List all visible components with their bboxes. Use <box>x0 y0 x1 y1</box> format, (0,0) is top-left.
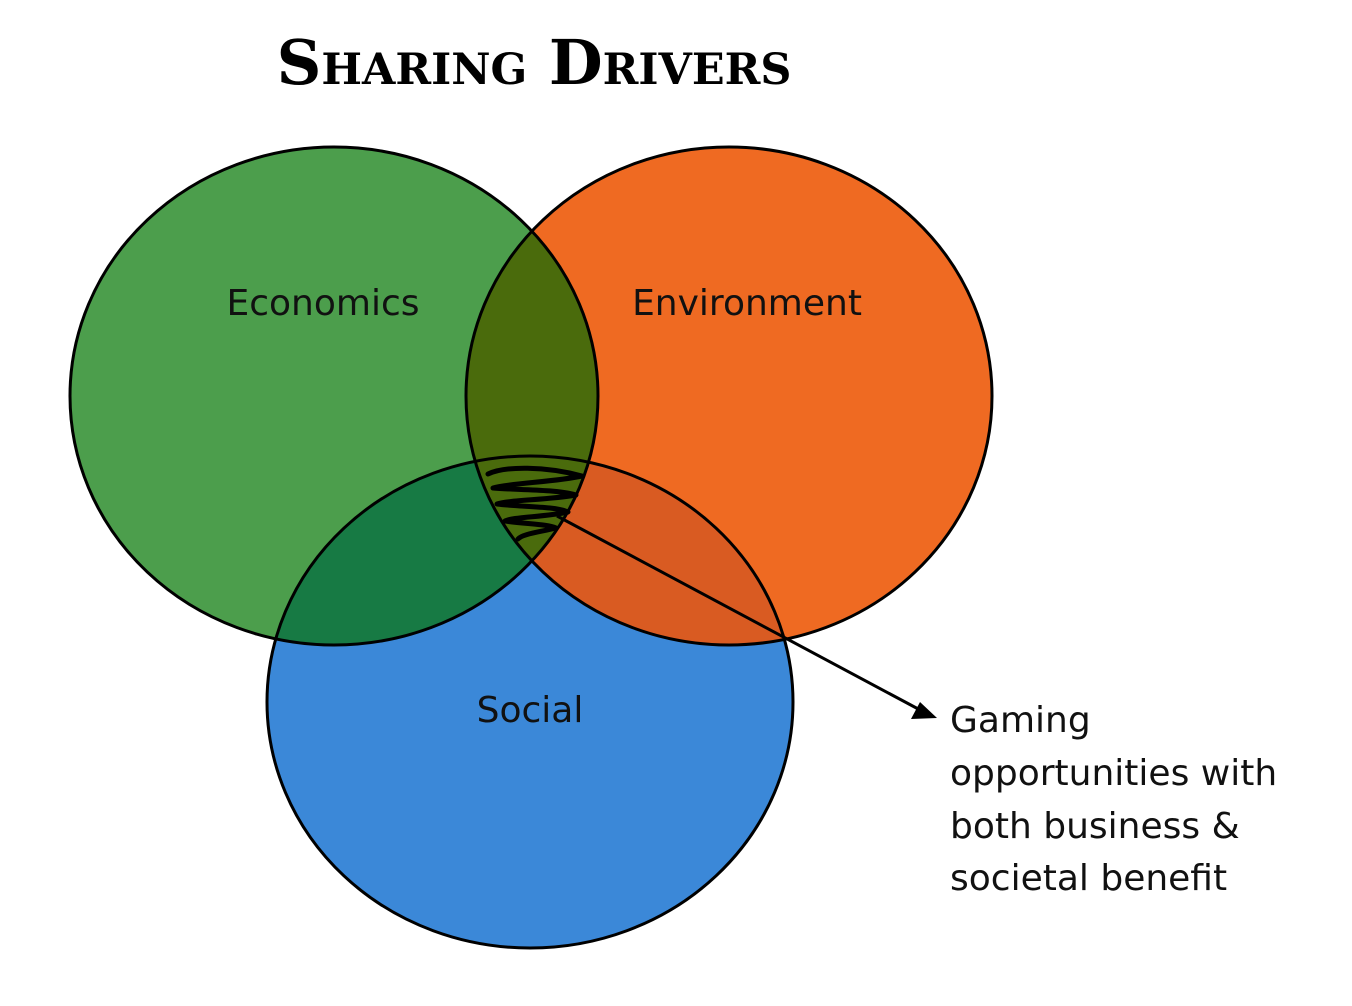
environment-social-overlap <box>466 456 793 645</box>
callout-arrow <box>556 514 937 719</box>
circle-outlines <box>68 145 994 950</box>
economics-social-overlap <box>267 456 598 645</box>
callout-line: both business & <box>950 806 1240 847</box>
callout-line: Gaming <box>950 700 1091 741</box>
page-title: Sharing Drivers <box>277 26 792 99</box>
economics-outline <box>68 145 600 647</box>
environment-label: Environment <box>632 283 862 324</box>
environment-outline <box>464 145 994 647</box>
social-label: Social <box>477 690 584 731</box>
scribble-mark <box>485 465 585 542</box>
social-outline <box>265 454 795 950</box>
callout-line: opportunities with <box>950 753 1277 794</box>
callout-text: Gaming opportunities with both business … <box>950 700 1277 899</box>
economics-label: Economics <box>226 283 419 324</box>
callout-line: societal benefit <box>950 858 1227 899</box>
